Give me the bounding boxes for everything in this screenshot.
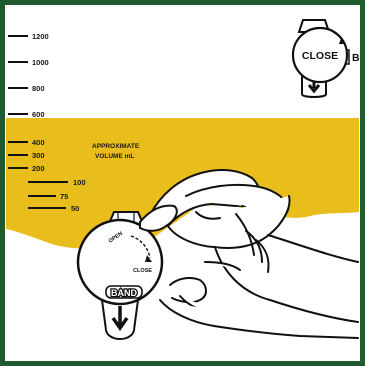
scale-label-600: 600 — [32, 110, 45, 119]
reference-dial-side-letter: B — [352, 52, 360, 64]
scale-label-50: 50 — [71, 204, 79, 213]
scale-label-1000: 1000 — [32, 58, 49, 67]
scale-label-200: 200 — [32, 164, 45, 173]
scale-label-100: 100 — [73, 178, 86, 187]
caption-line-1: APPROXIMATE — [92, 143, 140, 150]
scale-label-75: 75 — [60, 192, 68, 201]
reference-dial-label: CLOSE — [302, 50, 338, 62]
hand-dial-close-label: CLOSE — [133, 268, 152, 274]
caption-line-2: VOLUME mL — [95, 153, 134, 160]
hand-dial-band-label: BAND — [111, 288, 137, 298]
scale-label-800: 800 — [32, 84, 45, 93]
scale-label-1200: 1200 — [32, 32, 49, 41]
scale-label-400: 400 — [32, 138, 45, 147]
scale-label-300: 300 — [32, 151, 45, 160]
